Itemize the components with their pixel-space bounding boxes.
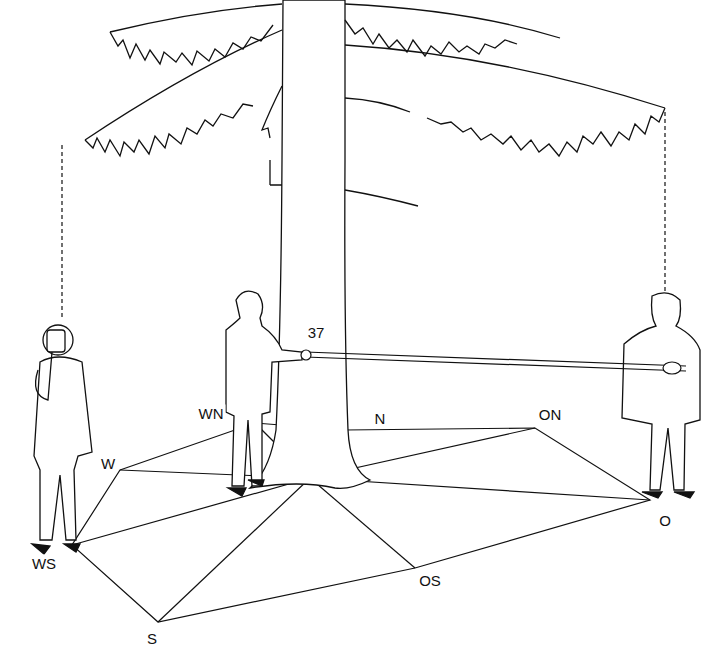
ground-octagon xyxy=(72,423,650,622)
persons xyxy=(32,291,700,554)
direction-label: S xyxy=(145,630,159,647)
direction-label: WS xyxy=(30,555,58,572)
direction-label: W xyxy=(99,455,117,472)
measuring-tape xyxy=(301,350,686,374)
plumb-lines xyxy=(62,112,665,318)
direction-label: O xyxy=(657,512,673,529)
direction-label: N xyxy=(373,410,388,427)
direction-label: WN xyxy=(197,405,226,422)
callout-number: 37 xyxy=(306,324,327,341)
direction-label: OS xyxy=(417,572,443,589)
tree xyxy=(85,0,665,488)
direction-label: ON xyxy=(537,406,564,423)
